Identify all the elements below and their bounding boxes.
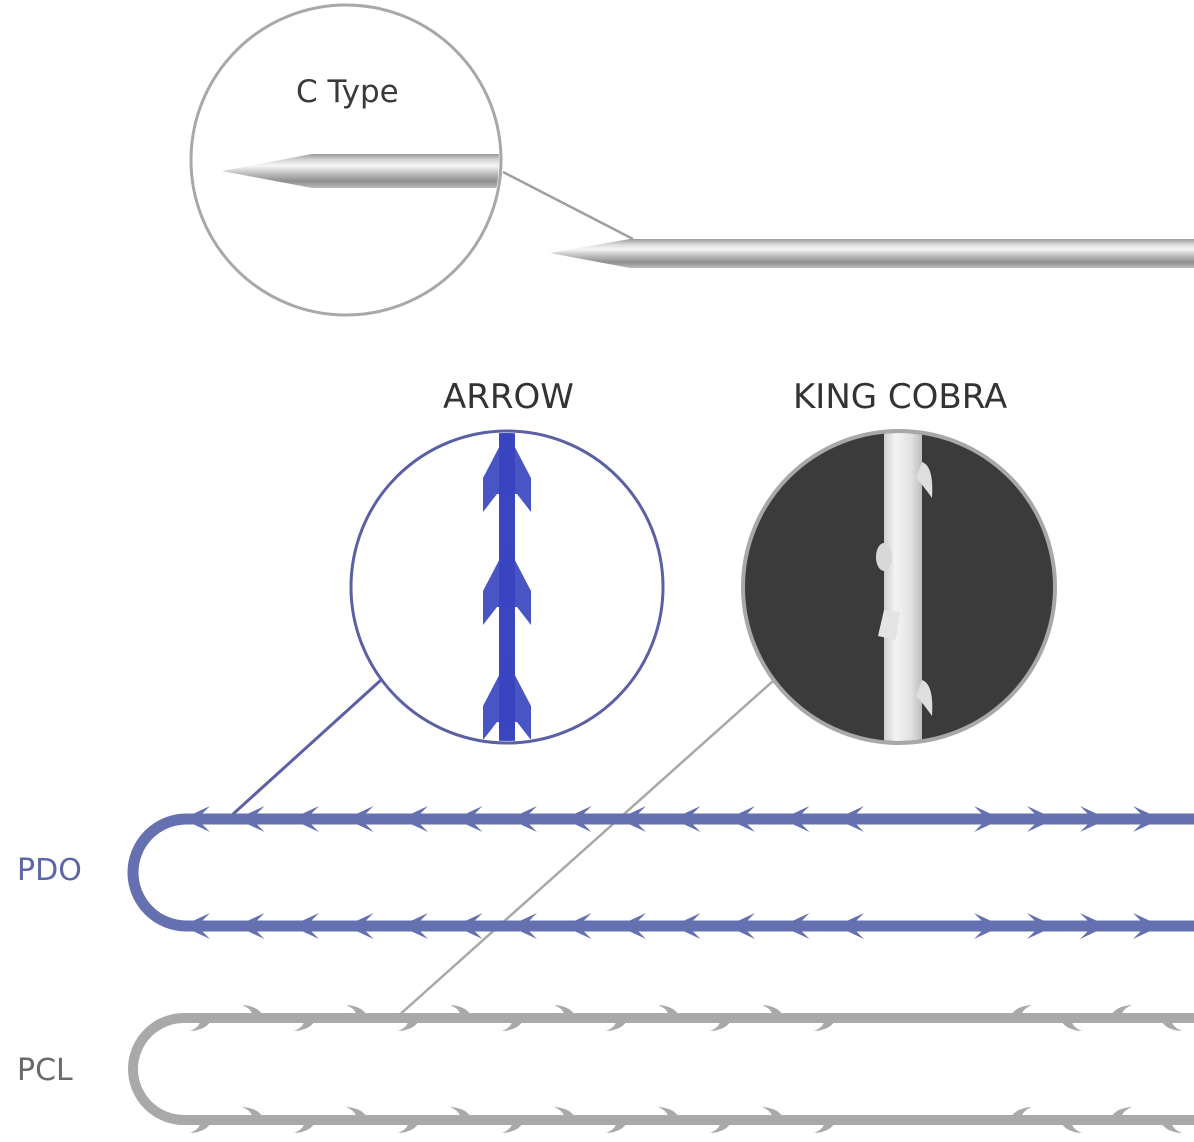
pcl-barb (1010, 1107, 1032, 1120)
pcl-barb (1160, 1018, 1182, 1031)
pdo-barb (1080, 913, 1108, 939)
pcl-barb (658, 1107, 680, 1120)
cannula-needle (550, 239, 1194, 268)
pcl-barb (398, 1120, 420, 1133)
pdo-barb (672, 913, 701, 939)
arrow-magnifier (349, 429, 665, 745)
pdo-barb (345, 806, 374, 832)
pdo-barb (509, 913, 537, 939)
pdo-barb (1133, 806, 1161, 832)
ctype-needle-zoomed (222, 154, 499, 188)
pcl-barb (1160, 1120, 1182, 1133)
pcl-strand (128, 1013, 1194, 1125)
pdo-barb (182, 806, 210, 832)
pdo-barb (1027, 806, 1055, 832)
pdo-barb (727, 913, 755, 939)
pcl-barb (190, 1120, 212, 1133)
king-cobra-zoom-hook (916, 462, 933, 498)
pcl-barb (502, 1018, 524, 1031)
pdo-barb (836, 913, 864, 939)
pcl-barb (294, 1018, 316, 1031)
king-cobra-zoom-hook (916, 680, 933, 716)
pcl-barb (762, 1005, 784, 1018)
pdo-barb (454, 806, 483, 832)
pdo-barb (836, 806, 864, 832)
pcl-barb (242, 1005, 264, 1018)
arrow-connector-line (230, 678, 383, 817)
king-cobra-zoom-cut (878, 610, 900, 640)
king-cobra-magnifier (741, 429, 1057, 745)
pdo-barb (1027, 913, 1055, 939)
pcl-barb (658, 1005, 680, 1018)
pdo-strand (127, 813, 1194, 932)
king-cobra-zoomed-thread (876, 433, 933, 741)
pcl-barb (554, 1107, 576, 1120)
pdo-barb (781, 806, 810, 832)
pdo-label: PDO (17, 853, 82, 888)
arrow-zoom-barb (483, 545, 531, 625)
pcl-barb (606, 1018, 628, 1031)
arrow-zoomed-thread (483, 433, 531, 741)
pdo-barb (618, 806, 646, 832)
pdo-barb (563, 913, 592, 939)
pdo-barb (291, 806, 319, 832)
pdo-barb (781, 913, 810, 939)
pdo-barb (974, 913, 1002, 939)
pcl-barb (1110, 1005, 1132, 1018)
pcl-barb (814, 1120, 836, 1133)
pdo-barb (672, 806, 701, 832)
arrow-zoom-barb (483, 660, 531, 740)
pcl-barb (1060, 1120, 1082, 1133)
pdo-barb (509, 806, 537, 832)
pcl-barb (346, 1107, 368, 1120)
pcl-thread (128, 1005, 1194, 1133)
pdo-barb (291, 913, 319, 939)
pdo-barb (974, 806, 1002, 832)
pcl-barb (242, 1107, 264, 1120)
pcl-barb (554, 1005, 576, 1018)
ctype-label: C Type (296, 74, 399, 110)
king-cobra-connector-line (396, 680, 774, 1018)
pcl-barb (450, 1107, 472, 1120)
pdo-barb (454, 913, 483, 939)
arrow-label: ARROW (443, 377, 574, 417)
pcl-barb (398, 1018, 420, 1031)
pcl-barb (710, 1018, 732, 1031)
pdo-barb (727, 806, 755, 832)
pcl-barb (762, 1107, 784, 1120)
ctype-magnifier (189, 3, 503, 317)
pcl-barb (294, 1120, 316, 1133)
pdo-barb (400, 806, 428, 832)
pdo-barb (1133, 913, 1161, 939)
pcl-barb (502, 1120, 524, 1133)
pcl-barb (606, 1120, 628, 1133)
arrow-zoom-barb (483, 433, 531, 512)
pdo-barb (618, 913, 646, 939)
pdo-barb (182, 913, 210, 939)
pdo-barb (400, 913, 428, 939)
pcl-barb (1110, 1107, 1132, 1120)
pdo-barb (236, 913, 265, 939)
pcl-barb (346, 1005, 368, 1018)
pcl-barb (710, 1120, 732, 1133)
pcl-barb (1060, 1018, 1082, 1031)
pdo-barb (345, 913, 374, 939)
pcl-barb (814, 1018, 836, 1031)
pcl-barb (1010, 1005, 1032, 1018)
pdo-barb (236, 806, 265, 832)
king-cobra-zoom-core (884, 433, 922, 741)
king-cobra-zoom-knot (876, 543, 892, 571)
pdo-thread (127, 806, 1194, 939)
pcl-barb (450, 1005, 472, 1018)
pcl-barb (190, 1018, 212, 1031)
pdo-barb (563, 806, 592, 832)
king-cobra-label: KING COBRA (793, 377, 1008, 417)
ctype-connector-line (502, 170, 634, 241)
pdo-barb (1080, 806, 1108, 832)
pcl-label: PCL (17, 1053, 73, 1088)
